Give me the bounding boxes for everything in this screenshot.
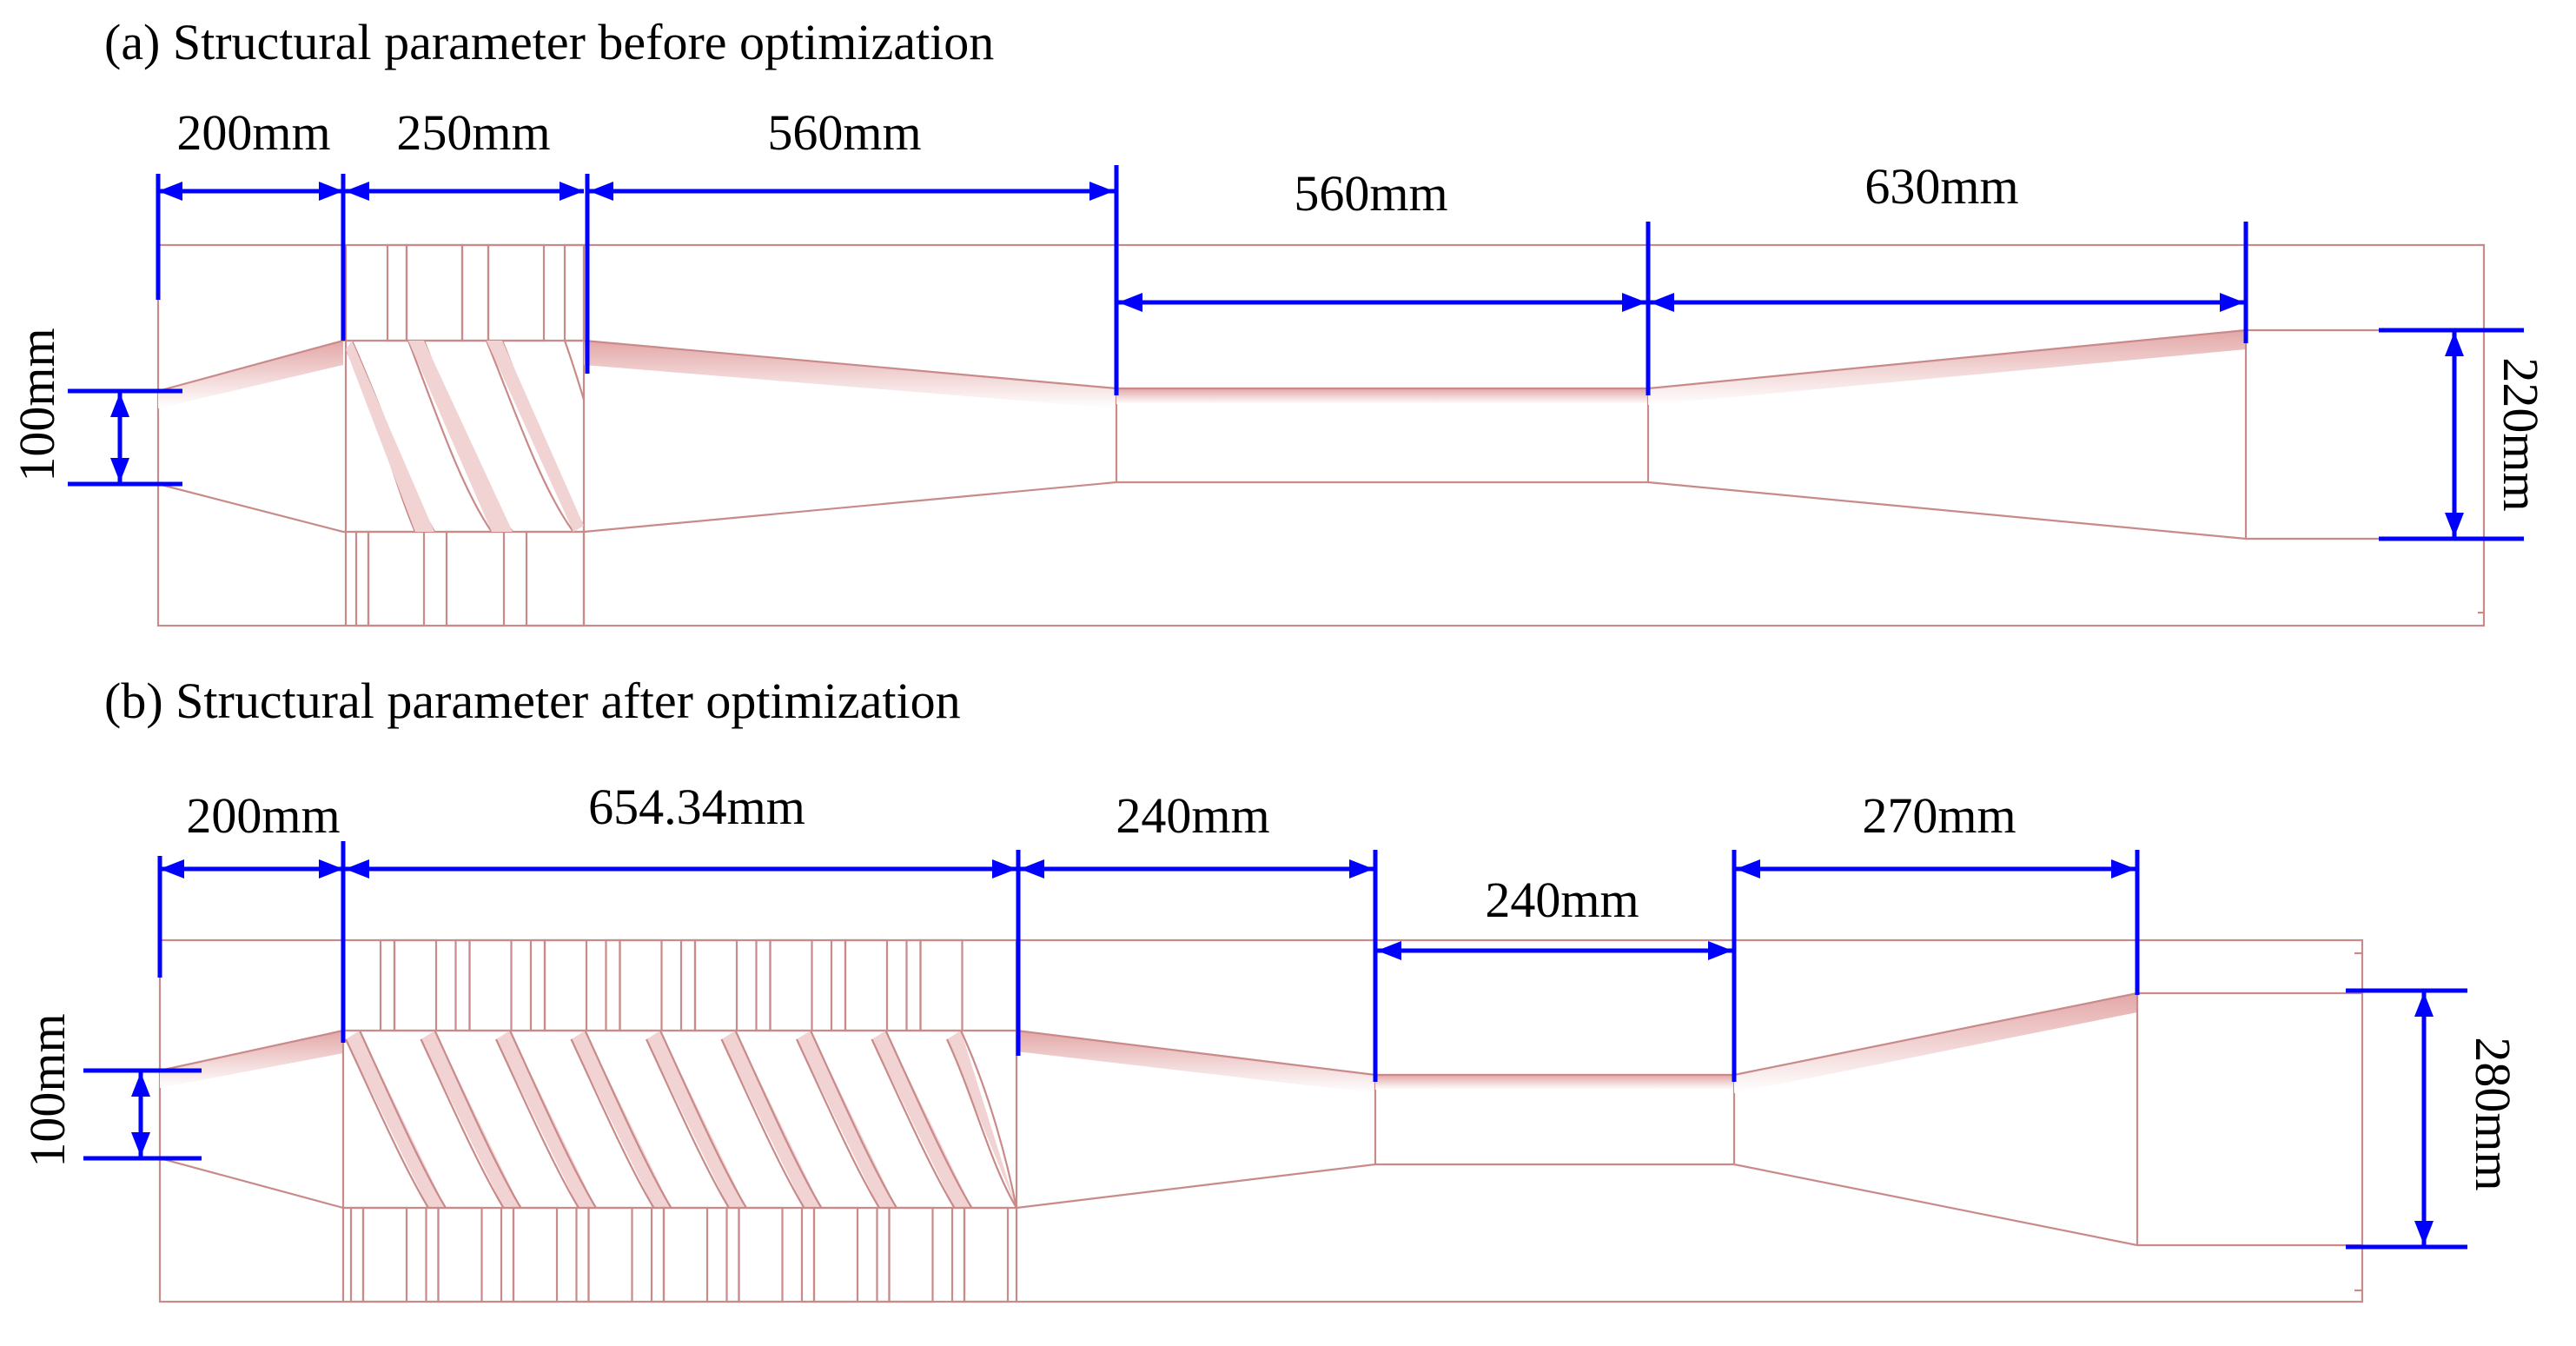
swirl-ribbon-edge (345, 1038, 429, 1209)
swirl-vane-upper-shade (454, 938, 471, 1032)
swirl-ribbon-edge (434, 1030, 522, 1209)
panel-b-dim-section5: 270mm (1734, 787, 2137, 879)
swirl-vane-lower-edge (725, 1206, 740, 1303)
swirl-vane-upper (844, 938, 889, 1032)
swirl-vane-lower-edge (876, 1206, 891, 1303)
swirl-vane-upper-shade (679, 938, 697, 1032)
swirl-vane-upper (769, 938, 813, 1032)
panel-b-label-section4: 240mm (1485, 872, 1639, 928)
swirl-ribbon-edge (734, 1030, 823, 1209)
swirl-vane-upper-shade (605, 938, 621, 1032)
panel-a-label-section3: 560mm (767, 104, 921, 161)
panel-a-outer-frame (156, 243, 2486, 627)
swirl-ribbon-edge (509, 1030, 597, 1209)
swirl-vane-lower-edge (425, 1206, 440, 1303)
swirl-ribbon-edge (884, 1030, 973, 1209)
swirl-vane-upper (468, 938, 513, 1032)
swirl-ribbon-edge (495, 1038, 579, 1209)
swirl-vane-lower-edge (575, 1206, 590, 1303)
panel-a-body-drawing (156, 243, 2486, 627)
panel-b-dim-section4: 240mm (1375, 872, 1734, 960)
swirl-vane-lower (512, 1206, 559, 1303)
swirl-ribbon-edge (646, 1038, 730, 1209)
swirl-vane-upper-shade (379, 938, 396, 1032)
swirl-vane-upper-shade (830, 938, 847, 1032)
panel-a-dim-section4: 560mm (1116, 165, 1648, 312)
swirl-ribbon-edge (659, 1030, 747, 1209)
swirl-vane-upper-shade (905, 938, 922, 1032)
panel-a-label-section2: 250mm (396, 104, 550, 161)
swirl-vane-upper (543, 938, 588, 1032)
panel-a-dim-section3: 560mm (587, 104, 1116, 201)
swirl-ribbon-edge (720, 1038, 805, 1209)
panel-b-label-section1: 200mm (186, 787, 340, 844)
swirl-ribbon-edge (810, 1030, 897, 1209)
panel-a-swirl-section (343, 243, 586, 627)
panel-a-label-section1: 200mm (176, 104, 330, 161)
swirl-ribbon-fill (947, 1031, 1016, 1208)
panel-b-dim-section1: 200mm (160, 787, 343, 879)
panel-a-dim-section2: 250mm (343, 104, 584, 201)
panel-b-dim-section2: 654.34mm (343, 779, 1018, 879)
panel-b-dimensions: 200mm 654.34mm 240mm 240mm (19, 779, 2521, 1250)
swirl-vane-upper (393, 938, 438, 1032)
swirl-vane-lower-edge (650, 1206, 666, 1303)
swirl-vane-lower (963, 1206, 1010, 1303)
panel-b-label-outlet: 280mm (2465, 1037, 2521, 1190)
swirl-vane-upper (693, 938, 738, 1032)
swirl-ribbon-edge (570, 1038, 655, 1209)
swirl-vane-lower (738, 1206, 784, 1303)
panel-b-dim-section3: 240mm (1018, 787, 1375, 879)
swirl-vane-lower (437, 1206, 483, 1303)
panel-a-dim-inlet: 100mm (9, 328, 182, 487)
panel-a-inlet-cone-shade (158, 341, 343, 408)
swirl-vane-upper (919, 938, 964, 1032)
swirl-vane-lower (662, 1206, 709, 1303)
panel-b-swirl-section (343, 938, 1018, 1303)
panel-b-label-section3: 240mm (1116, 787, 1269, 844)
panel-a-label-section5: 630mm (1864, 158, 2018, 215)
swirl-ribbon-edge (960, 1030, 1018, 1209)
panel-a-label-section4: 560mm (1294, 165, 1447, 222)
panel-a: (a) Structural parameter before optimiza… (9, 14, 2549, 627)
panel-b-dim-outlet: 280mm (2346, 988, 2521, 1250)
swirl-ribbon-edge (584, 1030, 672, 1209)
swirl-vane-lower (812, 1206, 859, 1303)
swirl-vane-lower-edge (349, 1206, 365, 1303)
swirl-vane-lower (361, 1206, 408, 1303)
panel-b-outer-frame (158, 938, 2364, 1303)
swirl-ribbon-edge (359, 1030, 447, 1209)
swirl-vane-upper (619, 938, 663, 1032)
panel-b-label-section5: 270mm (1862, 787, 2016, 844)
panel-a-dim-outlet: 220mm (2379, 328, 2549, 541)
swirl-vane-upper-shade (529, 938, 546, 1032)
panel-a-dimensions: 200mm 250mm 560mm 560mm (9, 104, 2549, 541)
swirl-vane-lower-edge (500, 1206, 515, 1303)
panel-a-dim-section1: 200mm (158, 104, 343, 201)
swirl-ribbon-edge (420, 1038, 505, 1209)
swirl-ribbon-edge (946, 1038, 1017, 1209)
swirl-ribbon-edge (796, 1038, 880, 1209)
panel-a-title: (a) Structural parameter before optimiza… (104, 14, 994, 70)
panel-b-dim-inlet: 100mm (19, 1013, 202, 1168)
swirl-ribbon-edge (871, 1038, 956, 1209)
swirl-vane-upper-shade (755, 938, 771, 1032)
swirl-vane-lower-edge (800, 1206, 816, 1303)
panel-b: (b) Structural parameter after optimizat… (19, 673, 2521, 1303)
panel-b-label-inlet: 100mm (19, 1013, 76, 1167)
panel-b-title: (b) Structural parameter after optimizat… (104, 673, 961, 729)
panel-a-label-outlet: 220mm (2493, 357, 2549, 511)
swirl-vane-lower (587, 1206, 633, 1303)
swirl-vane-lower (888, 1206, 934, 1303)
panel-a-label-inlet: 100mm (9, 328, 65, 481)
panel-a-dim-section5: 630mm (1648, 158, 2246, 312)
swirl-vane-lower-edge (950, 1206, 966, 1303)
panel-b-body-drawing (158, 938, 2364, 1303)
panel-b-label-section2: 654.34mm (588, 779, 805, 835)
